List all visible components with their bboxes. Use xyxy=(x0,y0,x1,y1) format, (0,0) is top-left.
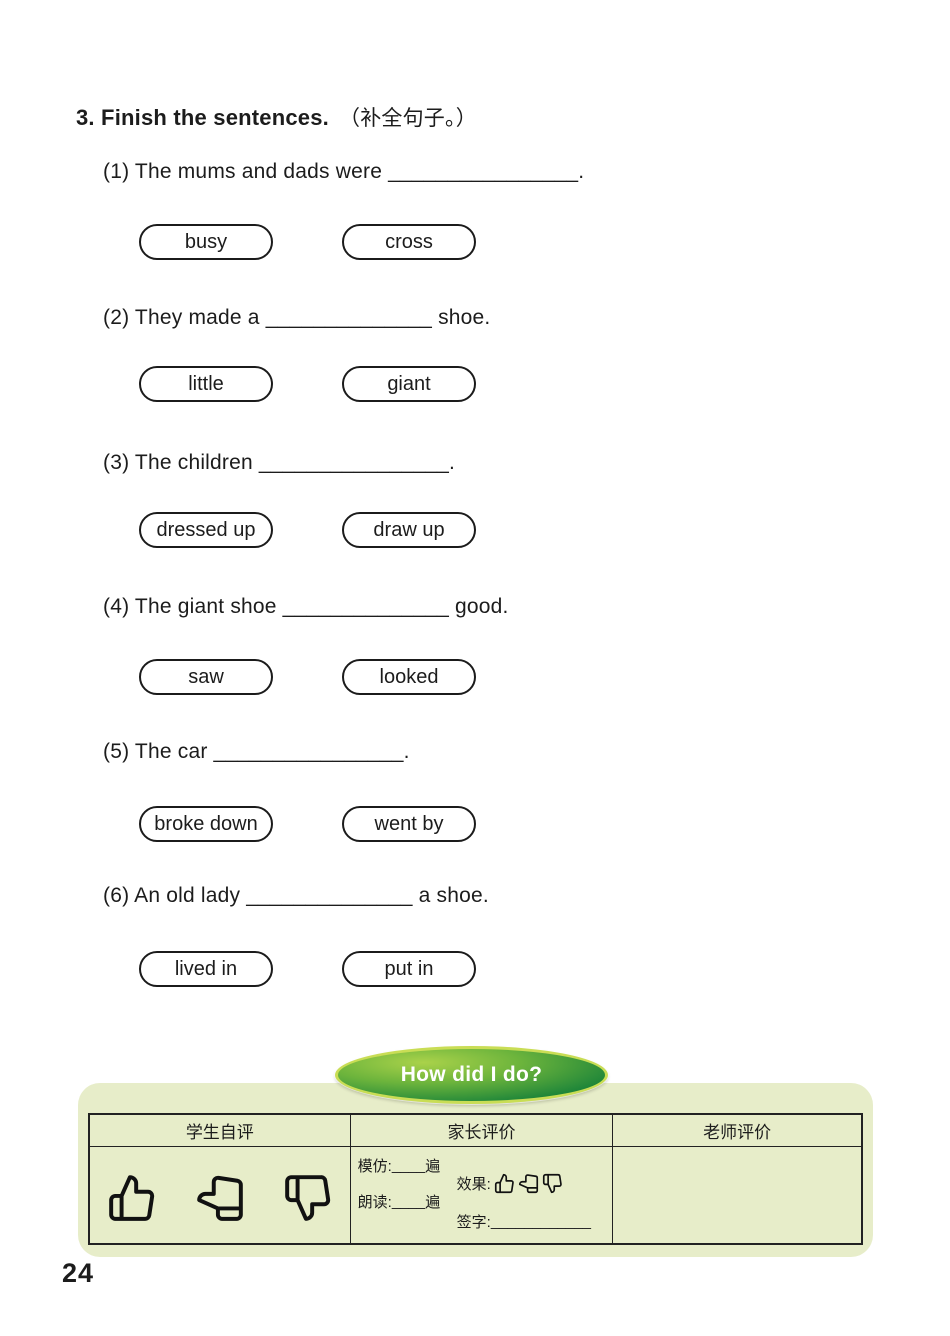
read-times-suffix: 遍 xyxy=(425,1194,441,1211)
option-label: busy xyxy=(184,230,228,253)
column-header-teacher-eval: 老师评价 xyxy=(612,1115,861,1147)
page-number: 24 xyxy=(62,1258,95,1288)
evaluation-panel: 学生自评 家长评价 老师评价 模仿:____遍 朗读:____遍 效果: xyxy=(78,1083,873,1257)
option-label: looked xyxy=(379,665,439,688)
question-3-option-draw-up[interactable]: draw up xyxy=(342,512,476,548)
question-5-option-broke-down[interactable]: broke down xyxy=(139,806,273,842)
question-3-option-dressed-up[interactable]: dressed up xyxy=(139,512,273,548)
signature-line: 签字:____________ xyxy=(457,1211,591,1232)
evaluation-table: 学生自评 家长评价 老师评价 模仿:____遍 朗读:____遍 效果: xyxy=(88,1113,863,1245)
imitate-blank: ____ xyxy=(391,1157,426,1174)
question-3-sentence: (3) The children ________________. xyxy=(103,451,456,474)
column-header-student-self-eval: 学生自评 xyxy=(90,1115,350,1147)
question-1-sentence: (1) The mums and dads were _____________… xyxy=(103,160,585,183)
effect-label: 效果: xyxy=(456,1176,491,1193)
teacher-eval-cell xyxy=(612,1147,861,1243)
question-5-sentence: (5) The car ________________. xyxy=(103,740,410,763)
option-label: put in xyxy=(384,957,434,980)
question-2-option-little[interactable]: little xyxy=(139,366,273,402)
how-did-i-do-badge: How did I do? xyxy=(335,1046,608,1104)
question-6-option-put-in[interactable]: put in xyxy=(342,951,476,987)
question-4-option-looked[interactable]: looked xyxy=(342,659,476,695)
parent-eval-cell: 模仿:____遍 朗读:____遍 效果: 签字:____________ xyxy=(349,1147,613,1243)
signature-blank: ____________ xyxy=(490,1213,591,1230)
option-label: saw xyxy=(188,665,224,688)
thumb-down-icon[interactable] xyxy=(283,1173,333,1223)
thumb-sideways-icon[interactable] xyxy=(518,1173,539,1194)
read-aloud-label: 朗读: xyxy=(357,1194,392,1211)
option-label: cross xyxy=(385,230,433,253)
option-label: lived in xyxy=(174,957,238,980)
section-title-english: 3. Finish the sentences. xyxy=(76,105,329,130)
option-label: little xyxy=(188,372,224,395)
question-1-option-busy[interactable]: busy xyxy=(139,224,273,260)
read-aloud-line: 朗读:____遍 xyxy=(358,1191,441,1212)
column-header-parent-eval: 家长评价 xyxy=(349,1115,613,1147)
read-aloud-blank: ____ xyxy=(391,1193,426,1210)
imitate-times-suffix: 遍 xyxy=(425,1158,441,1175)
thumb-sideways-icon[interactable] xyxy=(195,1173,245,1223)
thumb-up-icon[interactable] xyxy=(494,1173,515,1194)
question-6-option-lived-in[interactable]: lived in xyxy=(139,951,273,987)
student-self-eval-cell xyxy=(90,1147,350,1243)
question-1-option-cross[interactable]: cross xyxy=(342,224,476,260)
question-4-option-saw[interactable]: saw xyxy=(139,659,273,695)
thumb-down-icon[interactable] xyxy=(542,1173,563,1194)
imitate-line: 模仿:____遍 xyxy=(358,1155,441,1176)
question-2-sentence: (2) They made a ______________ shoe. xyxy=(103,306,491,329)
section-title: 3. Finish the sentences. （补全句子。） xyxy=(76,102,477,132)
question-6-sentence: (6) An old lady ______________ a shoe. xyxy=(103,884,489,907)
question-2-option-giant[interactable]: giant xyxy=(342,366,476,402)
effect-line: 效果: xyxy=(457,1173,563,1194)
option-label: dressed up xyxy=(156,518,256,541)
question-5-option-went-by[interactable]: went by xyxy=(342,806,476,842)
option-label: went by xyxy=(374,812,444,835)
thumb-up-icon[interactable] xyxy=(107,1173,157,1223)
section-title-chinese: （补全句子。） xyxy=(339,107,477,130)
question-4-sentence: (4) The giant shoe ______________ good. xyxy=(103,595,509,618)
option-label: giant xyxy=(387,372,431,395)
option-label: broke down xyxy=(154,812,258,835)
imitate-label: 模仿: xyxy=(357,1158,392,1175)
signature-label: 签字: xyxy=(456,1214,491,1231)
option-label: draw up xyxy=(373,518,445,541)
badge-label: How did I do? xyxy=(400,1063,543,1086)
